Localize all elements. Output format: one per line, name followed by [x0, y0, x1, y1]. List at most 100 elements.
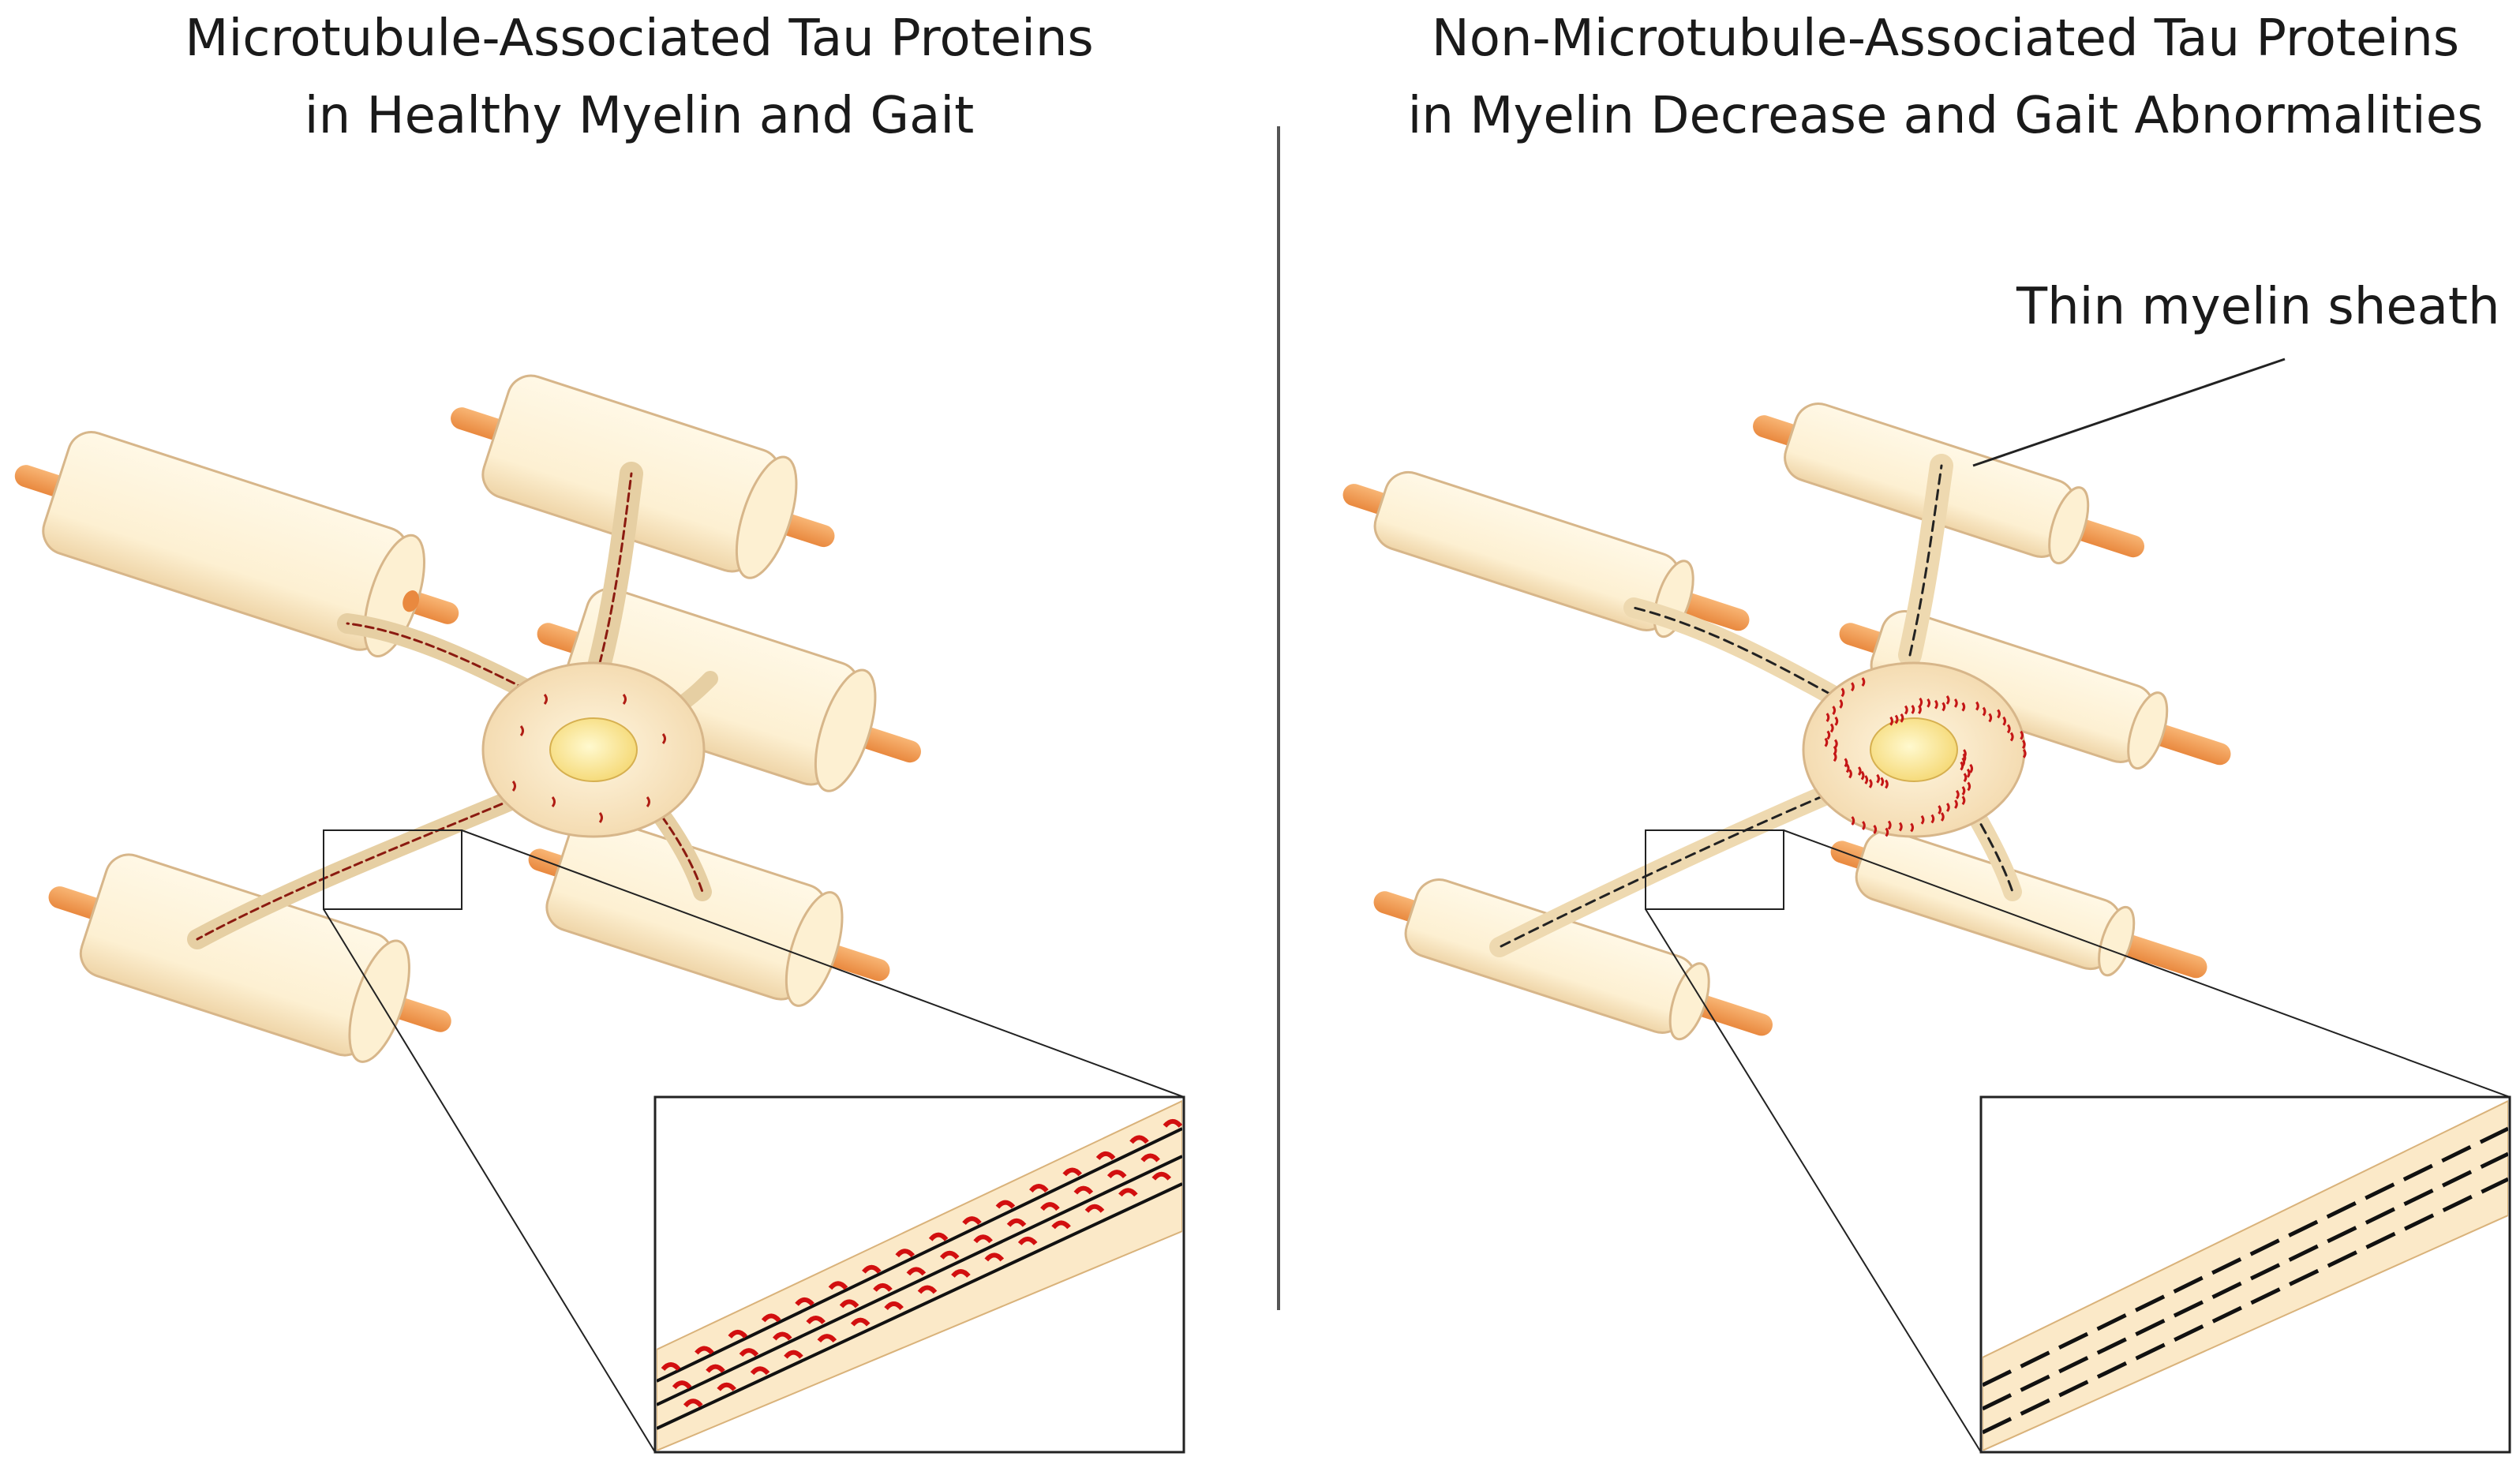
tau-protein-mark — [695, 1346, 714, 1355]
tau-aggregate-mark — [1904, 705, 1908, 715]
tau-protein-mark — [1051, 1220, 1071, 1230]
tau-aggregate-mark — [1844, 758, 1848, 768]
tau-aggregate-mark — [1848, 769, 1852, 779]
tau-aggregate-mark — [1988, 713, 1993, 723]
tau-protein-mark — [906, 1267, 927, 1276]
tau-aggregate-mark — [1880, 777, 1885, 787]
tau-aggregate-mark — [1961, 796, 1966, 806]
right-myelinated-axons — [1342, 403, 2231, 1041]
tau-aggregate-mark — [1953, 698, 1958, 708]
tau-protein-mark — [1095, 1151, 1116, 1160]
tau-protein-mark — [939, 1250, 960, 1260]
tau-aggregate-mark — [1834, 716, 1839, 726]
tau-aggregate-mark — [1833, 739, 1838, 749]
tau-aggregate-mark — [2009, 732, 2014, 742]
tau-aggregate-mark — [2006, 724, 2011, 734]
tau-aggregate-mark — [1857, 766, 1862, 776]
tau-aggregate-mark — [1868, 778, 1873, 788]
tau-aggregate-mark — [1960, 761, 1964, 771]
tau-aggregate-mark — [1945, 695, 1950, 705]
tau-aggregate-mark — [1920, 814, 1925, 825]
tau-aggregate-mark — [1919, 697, 1923, 707]
tau-aggregate-mark — [1955, 789, 1960, 799]
tau-aggregate-mark — [1839, 698, 1844, 709]
right-tau-aggregates — [1824, 677, 2027, 837]
tau-aggregate-mark — [1927, 698, 1930, 708]
tau-protein-mark — [1129, 1135, 1149, 1144]
tau-protein-mark — [951, 1268, 971, 1279]
tau-protein-mark — [862, 1264, 882, 1274]
right-neuron-cell-body — [1802, 661, 2027, 838]
tau-protein-mark — [1163, 1118, 1182, 1128]
tau-protein-mark — [962, 1216, 982, 1226]
tau-protein-mark — [1140, 1153, 1160, 1163]
right-axon-segment-5 — [1373, 878, 1773, 1041]
left-zoom-callout — [323, 829, 1185, 1454]
tau-protein-mark — [795, 1297, 814, 1306]
tau-aggregate-mark — [1911, 704, 1915, 714]
tau-aggregate-mark — [1851, 682, 1855, 692]
thin-myelin-sheath-label: Thin myelin sheath — [2016, 278, 2500, 336]
tau-protein-mark — [750, 1366, 770, 1376]
tau-aggregate-mark — [1894, 714, 1899, 725]
tau-protein-mark — [928, 1232, 949, 1241]
tau-aggregate-mark — [1851, 816, 1855, 826]
tau-protein-mark — [1073, 1185, 1094, 1195]
tau-aggregate-mark — [1918, 705, 1922, 715]
tau-protein-mark — [839, 1299, 859, 1309]
tau-protein-mark — [784, 1350, 803, 1359]
tau-protein-mark — [1062, 1167, 1083, 1177]
tau-protein-mark — [661, 1362, 681, 1372]
right-inset-axon — [1983, 1099, 2508, 1451]
tau-protein-mark — [672, 1380, 692, 1390]
tau-protein-mark — [884, 1301, 904, 1311]
tau-aggregate-mark — [1832, 706, 1837, 716]
tau-aggregate-mark — [1941, 702, 1946, 712]
tau-protein-mark — [850, 1317, 871, 1327]
tau-protein-mark — [773, 1331, 792, 1341]
tau-aggregate-mark — [1967, 781, 1971, 792]
tau-aggregate-mark — [1864, 775, 1869, 784]
tau-protein-mark — [1084, 1204, 1105, 1213]
tau-protein-mark — [973, 1234, 993, 1244]
tau-aggregate-mark — [2020, 730, 2024, 740]
tau-protein-mark — [717, 1382, 736, 1391]
tau-aggregate-mark — [2021, 739, 2026, 750]
tau-aggregate-mark — [1940, 812, 1945, 822]
tau-aggregate-mark — [1825, 713, 1830, 723]
tau-aggregate-mark — [1876, 773, 1880, 784]
tau-aggregate-mark — [1934, 699, 1938, 710]
tau-aggregate-mark — [1963, 773, 1968, 783]
tau-aggregate-mark — [1969, 763, 1973, 773]
tau-protein-mark — [761, 1313, 781, 1323]
tau-protein-mark — [1106, 1170, 1127, 1179]
tau-aggregate-mark — [1862, 821, 1866, 830]
tau-aggregate-mark — [2022, 748, 2027, 758]
tau-aggregate-mark — [1885, 827, 1889, 837]
tau-protein-mark — [873, 1282, 893, 1292]
tau-aggregate-mark — [1910, 822, 1914, 833]
right-title-line-1: Non-Microtubule-Associated Tau Proteins — [1431, 9, 2460, 68]
tau-protein-mark — [1118, 1188, 1138, 1197]
tau-protein-mark — [917, 1285, 938, 1294]
left-inset-axon — [657, 1099, 1182, 1451]
tau-aggregate-mark — [1887, 820, 1892, 830]
tau-protein-mark — [995, 1200, 1016, 1209]
right-axon-segment-4 — [1830, 829, 2207, 979]
tau-protein-mark — [1006, 1218, 1027, 1227]
tau-aggregate-mark — [1889, 716, 1893, 726]
tau-aggregate-mark — [1873, 824, 1878, 834]
tau-aggregate-mark — [1945, 803, 1950, 812]
tau-aggregate-mark — [1938, 805, 1941, 815]
right-zoom-callout — [1645, 829, 2511, 1454]
tau-protein-mark — [728, 1329, 748, 1339]
right-panel-title: Non-Microtubule-Associated Tau Proteins … — [1330, 0, 2520, 155]
left-neuron-cell-body — [481, 661, 706, 838]
tau-protein-mark — [1028, 1184, 1049, 1193]
tau-aggregate-mark — [1826, 730, 1831, 740]
tau-aggregate-mark — [1860, 770, 1865, 781]
left-myelinated-axons — [14, 374, 921, 1063]
tau-aggregate-mark — [1975, 701, 1979, 711]
left-title-line-2: in Healthy Myelin and Gait — [304, 87, 975, 145]
tau-aggregate-mark — [1930, 814, 1935, 824]
